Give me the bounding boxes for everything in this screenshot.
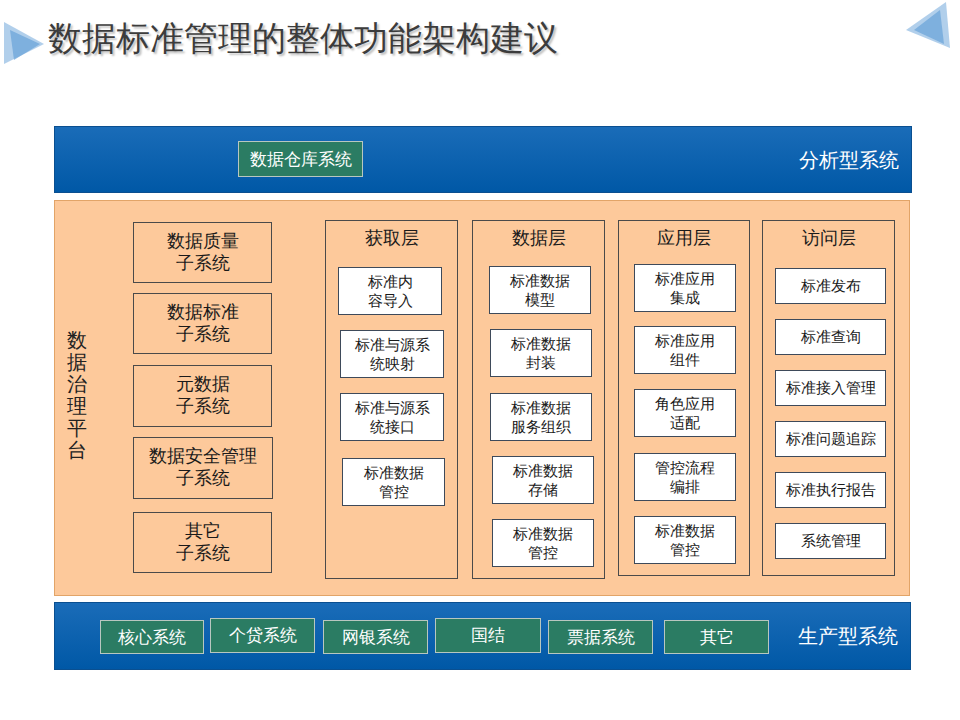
function-box: 标准接入管理	[775, 370, 886, 406]
layer-heading: 获取层	[326, 226, 457, 250]
system-box: 网银系统	[323, 620, 428, 654]
system-band: 生产型系统 核心系统 个贷系统 网银系统 国结 票据系统 其它	[54, 602, 911, 670]
box-label: 标准应用 集成	[655, 269, 715, 308]
title: 数据标准管理的整体功能架构建议	[48, 16, 558, 62]
box-label: 标准内 容导入	[368, 272, 413, 311]
box-label: 标准数据 封装	[511, 334, 571, 373]
box-label: 核心系统	[118, 626, 186, 649]
function-box: 标准发布	[775, 268, 886, 304]
vertical-label: 数据治理平台	[67, 329, 87, 461]
function-box: 标准应用 组件	[634, 326, 736, 374]
box-label: 标准与源系 统映射	[355, 335, 430, 374]
box-label: 标准与源系 统接口	[355, 398, 430, 437]
box-label: 网银系统	[342, 626, 410, 649]
box-label: 标准数据 存储	[513, 461, 573, 500]
subsystem-box: 元数据 子系统	[133, 365, 272, 427]
band-label: 分析型系统	[799, 146, 899, 173]
band-label: 生产型系统	[798, 623, 898, 650]
layer-column: 获取层标准内 容导入标准与源系 统映射标准与源系 统接口标准数据 管控	[325, 220, 458, 579]
subsystem-box: 数据标准 子系统	[133, 293, 272, 354]
box-label: 系统管理	[801, 531, 861, 551]
layer-column: 数据层标准数据 模型标准数据 封装标准数据 服务组织标准数据 存储标准数据 管控	[472, 220, 605, 579]
system-box: 数据仓库系统	[238, 141, 363, 177]
box-label: 标准数据 管控	[655, 521, 715, 560]
function-box: 标准数据 管控	[634, 516, 736, 564]
corner-triangle	[906, 2, 950, 48]
system-band: 分析型系统 数据仓库系统	[54, 126, 912, 193]
corner-triangle	[4, 22, 44, 64]
box-label: 标准执行报告	[786, 480, 876, 500]
box-label: 标准数据 服务组织	[511, 398, 571, 437]
function-box: 标准问题追踪	[775, 421, 886, 457]
box-label: 数据安全管理 子系统	[149, 446, 257, 489]
box-label: 标准接入管理	[786, 378, 876, 398]
layer-column: 访问层标准发布标准查询标准接入管理标准问题追踪标准执行报告系统管理	[762, 220, 895, 576]
box-label: 其它	[700, 626, 734, 649]
platform-panel: 数据治理平台 数据质量 子系统数据标准 子系统元数据 子系统数据安全管理 子系统其…	[54, 200, 910, 596]
box-label: 标准查询	[801, 327, 861, 347]
function-box: 管控流程 编排	[634, 453, 736, 501]
function-box: 标准应用 集成	[634, 264, 736, 312]
box-label: 数据标准 子系统	[167, 302, 239, 345]
function-box: 标准与源系 统接口	[340, 393, 444, 441]
box-label: 管控流程 编排	[655, 458, 715, 497]
box-label: 标准数据 管控	[364, 463, 424, 502]
function-box: 标准数据 管控	[342, 458, 445, 506]
box-label: 个贷系统	[229, 624, 297, 647]
function-box: 标准与源系 统映射	[340, 330, 444, 378]
box-label: 标准发布	[801, 276, 861, 296]
layer-heading: 数据层	[473, 226, 604, 250]
function-box: 标准执行报告	[775, 472, 886, 508]
box-label: 标准应用 组件	[655, 331, 715, 370]
function-box: 标准数据 模型	[489, 266, 591, 314]
system-box: 其它	[664, 620, 769, 654]
box-label: 国结	[471, 624, 505, 647]
function-box: 标准数据 封装	[490, 329, 592, 377]
subsystem-box: 数据质量 子系统	[133, 222, 272, 283]
layer-heading: 应用层	[619, 226, 749, 250]
function-box: 系统管理	[775, 523, 886, 559]
corner-triangle	[10, 30, 40, 60]
box-label: 标准数据 管控	[513, 524, 573, 563]
function-box: 标准内 容导入	[338, 267, 442, 315]
function-box: 标准数据 存储	[492, 456, 594, 504]
box-label: 角色应用 适配	[655, 394, 715, 433]
box-label: 标准数据 模型	[510, 271, 570, 310]
layer-column: 应用层标准应用 集成标准应用 组件角色应用 适配管控流程 编排标准数据 管控	[618, 220, 750, 576]
box-label: 票据系统	[567, 626, 635, 649]
function-box: 标准查询	[775, 319, 886, 355]
function-box: 角色应用 适配	[634, 389, 736, 437]
corner-triangle	[914, 10, 944, 44]
system-box: 国结	[435, 618, 541, 653]
box-label: 数据仓库系统	[250, 148, 352, 171]
function-box: 标准数据 服务组织	[490, 393, 592, 441]
box-label: 其它 子系统	[176, 521, 230, 564]
layer-heading: 访问层	[763, 226, 894, 250]
system-box: 票据系统	[548, 620, 653, 654]
box-label: 数据质量 子系统	[167, 231, 239, 274]
function-box: 标准数据 管控	[492, 519, 594, 567]
box-label: 标准问题追踪	[786, 429, 876, 449]
box-label: 元数据 子系统	[176, 374, 230, 417]
system-box: 核心系统	[100, 620, 204, 654]
subsystem-box: 其它 子系统	[133, 512, 272, 573]
system-box: 个贷系统	[210, 618, 315, 653]
subsystem-box: 数据安全管理 子系统	[133, 437, 273, 499]
